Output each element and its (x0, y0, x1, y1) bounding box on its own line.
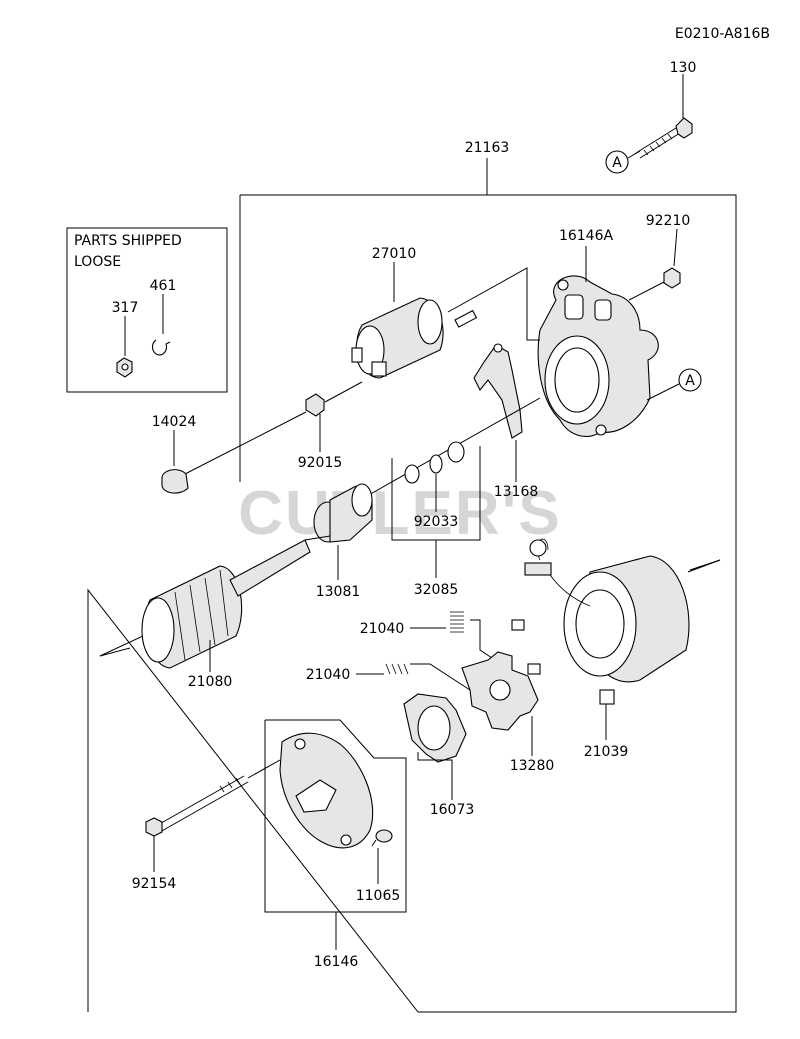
label-92154: 92154 (132, 876, 177, 892)
label-11065: 11065 (356, 888, 401, 904)
label-16146A: 16146A (559, 228, 614, 244)
housing-16146A-icon (537, 275, 659, 438)
label-92210: 92210 (646, 213, 691, 229)
spring-21040b-icon (385, 663, 409, 675)
label-130: 130 (670, 60, 697, 76)
washer-461-icon (151, 339, 171, 356)
leader-92154-to-cover (247, 759, 281, 779)
callout-a-top-letter: A (612, 155, 622, 171)
leader-92210 (628, 281, 665, 301)
label-21039: 21039 (584, 744, 629, 760)
label-461: 461 (150, 278, 177, 294)
label-16073: 16073 (430, 802, 475, 818)
diagram-code: E0210-A816B (675, 26, 770, 42)
pinion-13081-icon (313, 483, 373, 543)
label-14024: 14024 (152, 414, 197, 430)
leader-16073 (417, 752, 453, 800)
arrow-right (687, 559, 721, 573)
spring-guide-a (470, 619, 496, 661)
screw-11065-icon (371, 829, 393, 847)
armature-21080-icon (99, 535, 331, 669)
callout-a-top (605, 150, 629, 174)
leader-92210-up (673, 228, 678, 267)
label-21163: 21163 (465, 140, 510, 156)
parts-loose-box (66, 227, 228, 393)
label-27010: 27010 (372, 246, 417, 262)
yoke-21039-icon (511, 538, 721, 705)
shaft-line-27010 (324, 381, 363, 403)
label-317: 317 (112, 300, 139, 316)
callout-a-mid (678, 368, 702, 392)
shaft-line-14024 (184, 411, 307, 475)
label-21040b: 21040 (306, 667, 351, 683)
lever-13168-icon (473, 343, 523, 439)
brush-holder-13280-icon (461, 651, 539, 731)
label-13168: 13168 (494, 484, 539, 500)
leader-a-top (627, 150, 641, 159)
label-32085: 32085 (414, 582, 459, 598)
callout-a-mid-letter: A (685, 373, 695, 389)
solenoid-27010-icon (351, 297, 478, 379)
nut-92015-icon (305, 393, 325, 417)
label-92015: 92015 (298, 455, 343, 471)
watermark: CUTLER'S (238, 479, 562, 548)
label-13280: 13280 (510, 758, 555, 774)
parts-loose-title-1: PARTS SHIPPED (74, 233, 182, 249)
cover-16146-icon (279, 732, 374, 849)
leader-a-mid (646, 383, 680, 401)
nut-317-icon (116, 357, 133, 378)
label-92033: 92033 (414, 514, 459, 530)
label-21080: 21080 (188, 674, 233, 690)
bolt-92154-icon (145, 775, 249, 837)
bracket-16146 (264, 720, 407, 913)
plate-16073-icon (403, 693, 467, 763)
nut-92210-icon (663, 267, 681, 289)
spring-guide-b (410, 663, 471, 691)
arrow-left (99, 647, 131, 657)
spring-21040a-icon (450, 611, 464, 633)
leader-27010-to-housing (447, 267, 540, 341)
cap-14024-icon (161, 469, 189, 494)
bracket-16146-top (265, 719, 375, 759)
label-13081: 13081 (316, 584, 361, 600)
label-16146: 16146 (314, 954, 359, 970)
parts-loose-title-2: LOOSE (74, 254, 121, 270)
bolt-130-icon (635, 117, 693, 159)
label-21040a: 21040 (360, 621, 405, 637)
assembly-outline (87, 194, 737, 1013)
rings-92033-icon (404, 441, 465, 484)
